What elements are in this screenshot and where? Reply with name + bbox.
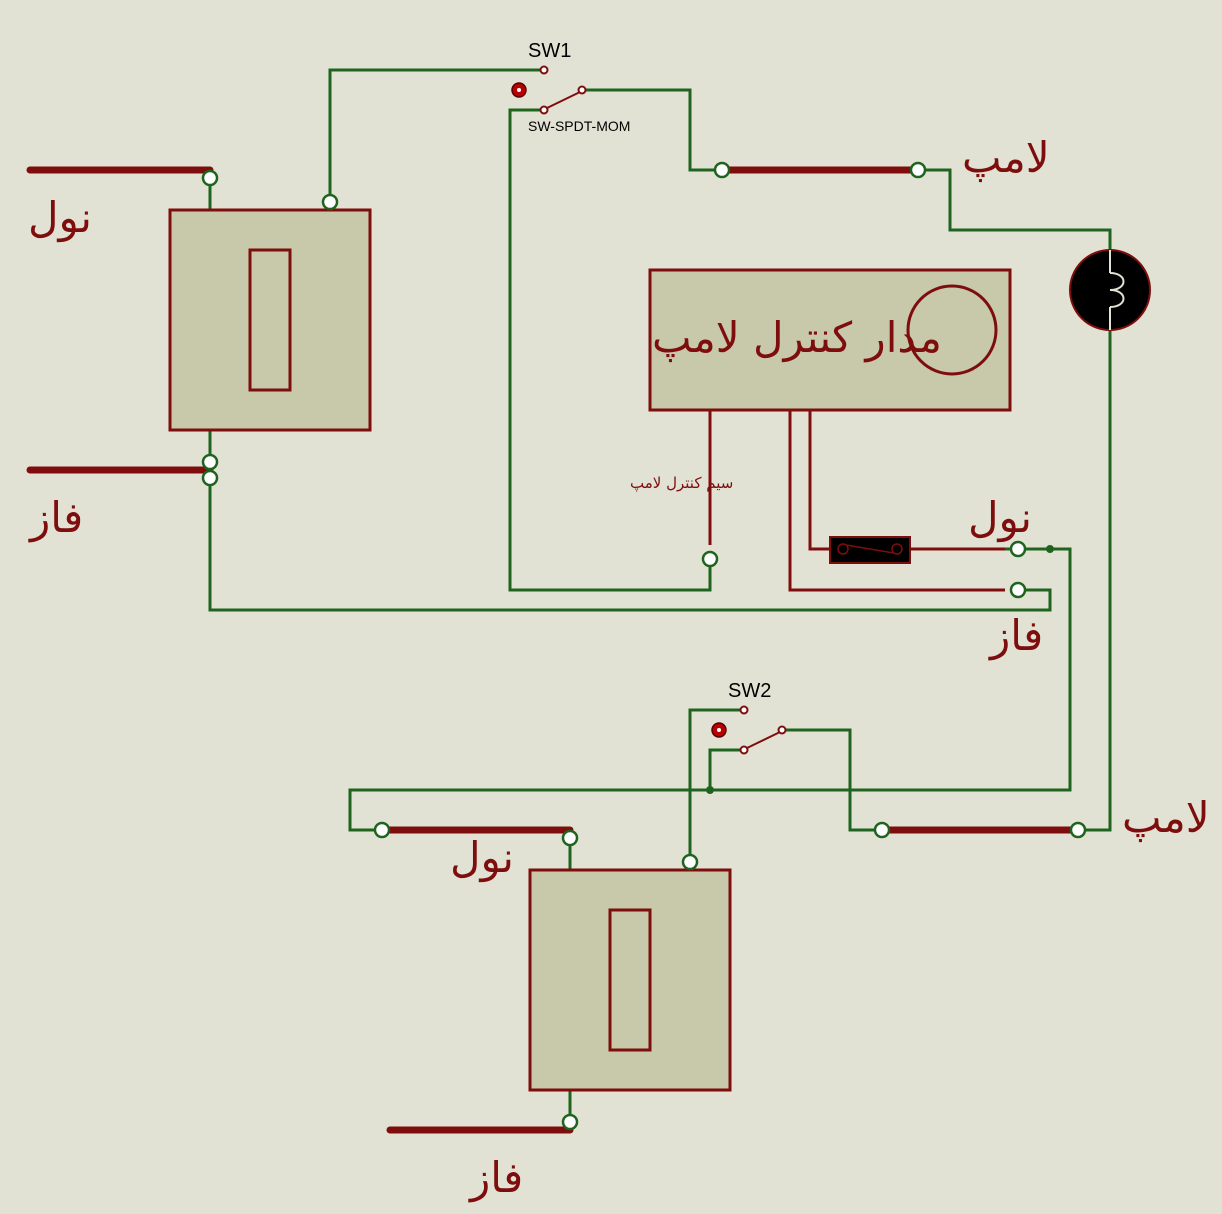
control-circuit-title: مدار کنترل لامپ (652, 313, 942, 362)
control-wire-phase (788, 410, 1005, 592)
label-neutral-center: نول (968, 493, 1032, 542)
box-inner-slot (608, 908, 652, 1052)
lamp-icon[interactable] (1069, 249, 1151, 331)
terminal-pin[interactable] (701, 550, 719, 568)
switch-actuator-icon (517, 88, 521, 92)
wire-sw2-common (708, 748, 746, 792)
sw2-name: SW2 (728, 680, 771, 702)
terminals (201, 161, 1087, 1131)
labels: SW1 SW-SPDT-MOM SW2 نول فاز لامپ نول فاز… (28, 40, 1210, 1202)
switch-actuator-icon (717, 728, 721, 732)
terminal-pin[interactable] (681, 853, 699, 871)
terminal-pin[interactable] (373, 821, 391, 839)
terminal-pin[interactable] (201, 469, 219, 487)
label-phase-bottom: فاز (468, 1153, 523, 1202)
wire-sw1-common-to-control (508, 108, 712, 592)
wire-box1-to-sw1 (328, 68, 544, 204)
terminal-pin[interactable] (1009, 581, 1027, 599)
terminal-pin[interactable] (873, 821, 891, 839)
label-phase-top-left: فاز (28, 493, 83, 542)
component-box-bottom[interactable] (528, 868, 732, 1092)
label-phase-center: فاز (988, 611, 1043, 660)
control-wire-label: سیم کنترل لامپ (630, 474, 733, 493)
buses (26, 166, 1082, 1134)
switch-sw2[interactable] (711, 705, 787, 755)
terminal-pin[interactable] (713, 161, 731, 179)
label-lamp-bottom: لامپ (1122, 793, 1210, 842)
terminal-pin[interactable] (201, 453, 219, 471)
label-neutral-top-left: نول (28, 193, 92, 242)
terminal-pin[interactable] (1009, 540, 1027, 558)
wire-box1-phase-loop (208, 476, 1052, 612)
control-wires (708, 410, 1005, 592)
switch-sw1[interactable] (511, 65, 587, 115)
control-circuit-circle (906, 284, 998, 376)
sw1-type: SW-SPDT-MOM (528, 118, 630, 134)
fuse-component[interactable] (829, 536, 911, 564)
control-wire-neutral (808, 410, 832, 551)
wire-sw1-to-lamp-bus (580, 88, 724, 172)
terminal-pin[interactable] (561, 829, 579, 847)
component-box-top[interactable] (168, 208, 372, 432)
label-lamp-top: لامپ (962, 133, 1050, 182)
terminal-pin[interactable] (909, 161, 927, 179)
wire-lamp-to-bottom-bus (1076, 328, 1112, 832)
terminal-pin[interactable] (321, 193, 339, 211)
label-neutral-bottom: نول (450, 833, 514, 882)
control-circuit-box[interactable] (648, 268, 1012, 412)
sw1-name: SW1 (528, 40, 571, 62)
wire-box2-to-sw2 (688, 708, 744, 864)
box-inner-slot (248, 248, 292, 392)
terminal-pin[interactable] (201, 169, 219, 187)
terminal-pin[interactable] (561, 1113, 579, 1131)
wire-sw2-to-bottom-lamp-bus (780, 728, 884, 832)
terminal-pin[interactable] (1069, 821, 1087, 839)
junction-dot (1046, 545, 1054, 553)
wire-lamp-bus-to-lamp (916, 168, 1112, 252)
junction-dot (706, 786, 714, 794)
